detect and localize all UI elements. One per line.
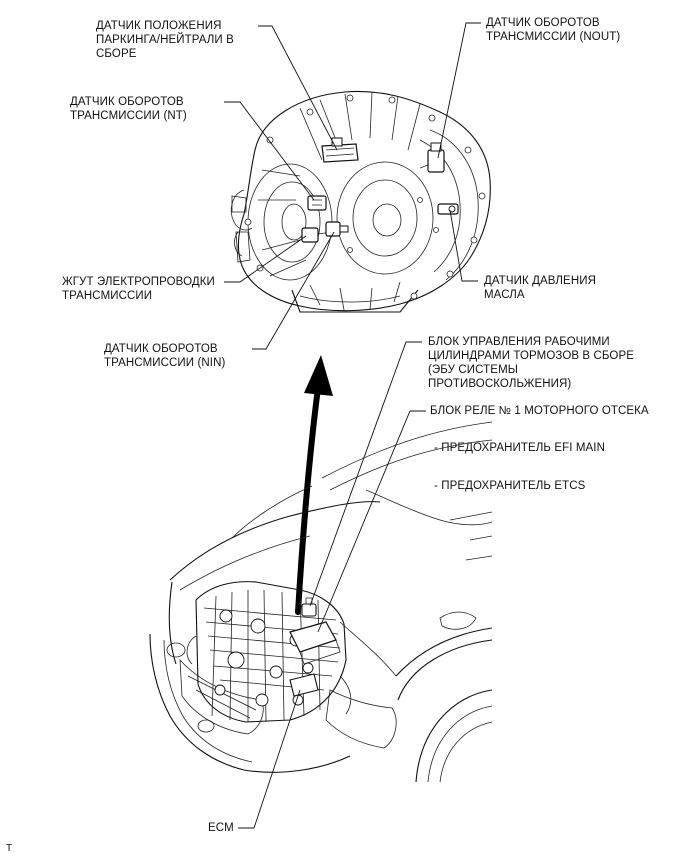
label-line: СБОРЕ — [96, 48, 137, 60]
nt-sensor-part — [307, 195, 327, 211]
label-nout-sensor: ДАТЧИК ОБОРОТОВ ТРАНСМИССИИ (NOUT) — [486, 16, 620, 44]
label-fuse-efi-main: - ПРЕДОХРАНИТЕЛЬ EFI MAIN — [434, 442, 605, 454]
label-park-neutral-switch: ДАТЧИК ПОЛОЖЕНИЯ ПАРКИНГА/НЕЙТРАЛИ В СБО… — [96, 19, 234, 61]
label-line: ДАТЧИК ОБОРОТОВ — [486, 17, 600, 29]
label-line: ПАРКИНГА/НЕЙТРАЛИ В — [96, 34, 234, 46]
oil-pressure-sensor-part — [437, 203, 459, 215]
label-nin-sensor: ДАТЧИК ОБОРОТОВ ТРАНСМИССИИ (NIN) — [104, 342, 225, 370]
transfer-arrow — [295, 355, 333, 615]
brake-actuator-part — [301, 597, 317, 617]
label-brake-actuator: БЛОК УПРАВЛЕНИЯ РАБОЧИМИ ЦИЛИНДРАМИ ТОРМ… — [428, 335, 634, 391]
label-oil-pressure-sensor: ДАТЧИК ДАВЛЕНИЯ МАСЛА — [484, 274, 596, 302]
label-engine-relay-block: БЛОК РЕЛЕ № 1 МОТОРНОГО ОТСЕКА — [430, 405, 649, 417]
label-line: ДАТЧИК ОБОРОТОВ — [70, 96, 184, 108]
label-line: ПРОТИВОСКОЛЬЖЕНИЯ) — [428, 378, 572, 390]
label-line: ТРАНСМИССИИ — [62, 290, 153, 302]
label-transmission-harness: ЖГУТ ЭЛЕКТРОПРОВОДКИ ТРАНСМИССИИ — [62, 275, 215, 303]
label-nt-sensor: ДАТЧИК ОБОРОТОВ ТРАНСМИССИИ (NT) — [70, 95, 187, 123]
ecm-part — [289, 673, 319, 697]
label-line: ЖГУТ ЭЛЕКТРОПРОВОДКИ — [62, 276, 215, 288]
leader-lines — [224, 22, 481, 829]
label-line: ТРАНСМИССИИ (NOUT) — [486, 31, 621, 43]
nout-sensor-part — [419, 142, 445, 173]
transmission-assembly — [230, 90, 491, 313]
label-line: ДАТЧИК ДАВЛЕНИЯ — [484, 275, 597, 287]
label-line: ДАТЧИК ПОЛОЖЕНИЯ — [96, 20, 222, 32]
label-line: МАСЛА — [484, 289, 525, 301]
label-line: ДАТЧИК ОБОРОТОВ — [104, 343, 218, 355]
label-fuse-etcs: - ПРЕДОХРАНИТЕЛЬ ETCS — [434, 480, 586, 492]
label-line: ЦИЛИНДРАМИ ТОРМОЗОВ В СБОРЕ — [428, 350, 635, 362]
label-line: ТРАНСМИССИИ (NT) — [70, 110, 187, 122]
relay-block-part — [289, 621, 341, 665]
vehicle-front — [149, 421, 493, 783]
label-line: БЛОК УПРАВЛЕНИЯ РАБОЧИМИ — [428, 336, 610, 348]
label-ecm: ECM — [208, 822, 234, 834]
corner-mark: T — [6, 843, 13, 854]
label-line: ТРАНСМИССИИ (NIN) — [104, 357, 226, 369]
park-neutral-switch-part — [321, 137, 359, 163]
label-line: (ЭБУ СИСТЕМЫ — [428, 364, 519, 376]
nin-sensor-part — [325, 221, 349, 237]
engine-assembly — [186, 581, 352, 723]
